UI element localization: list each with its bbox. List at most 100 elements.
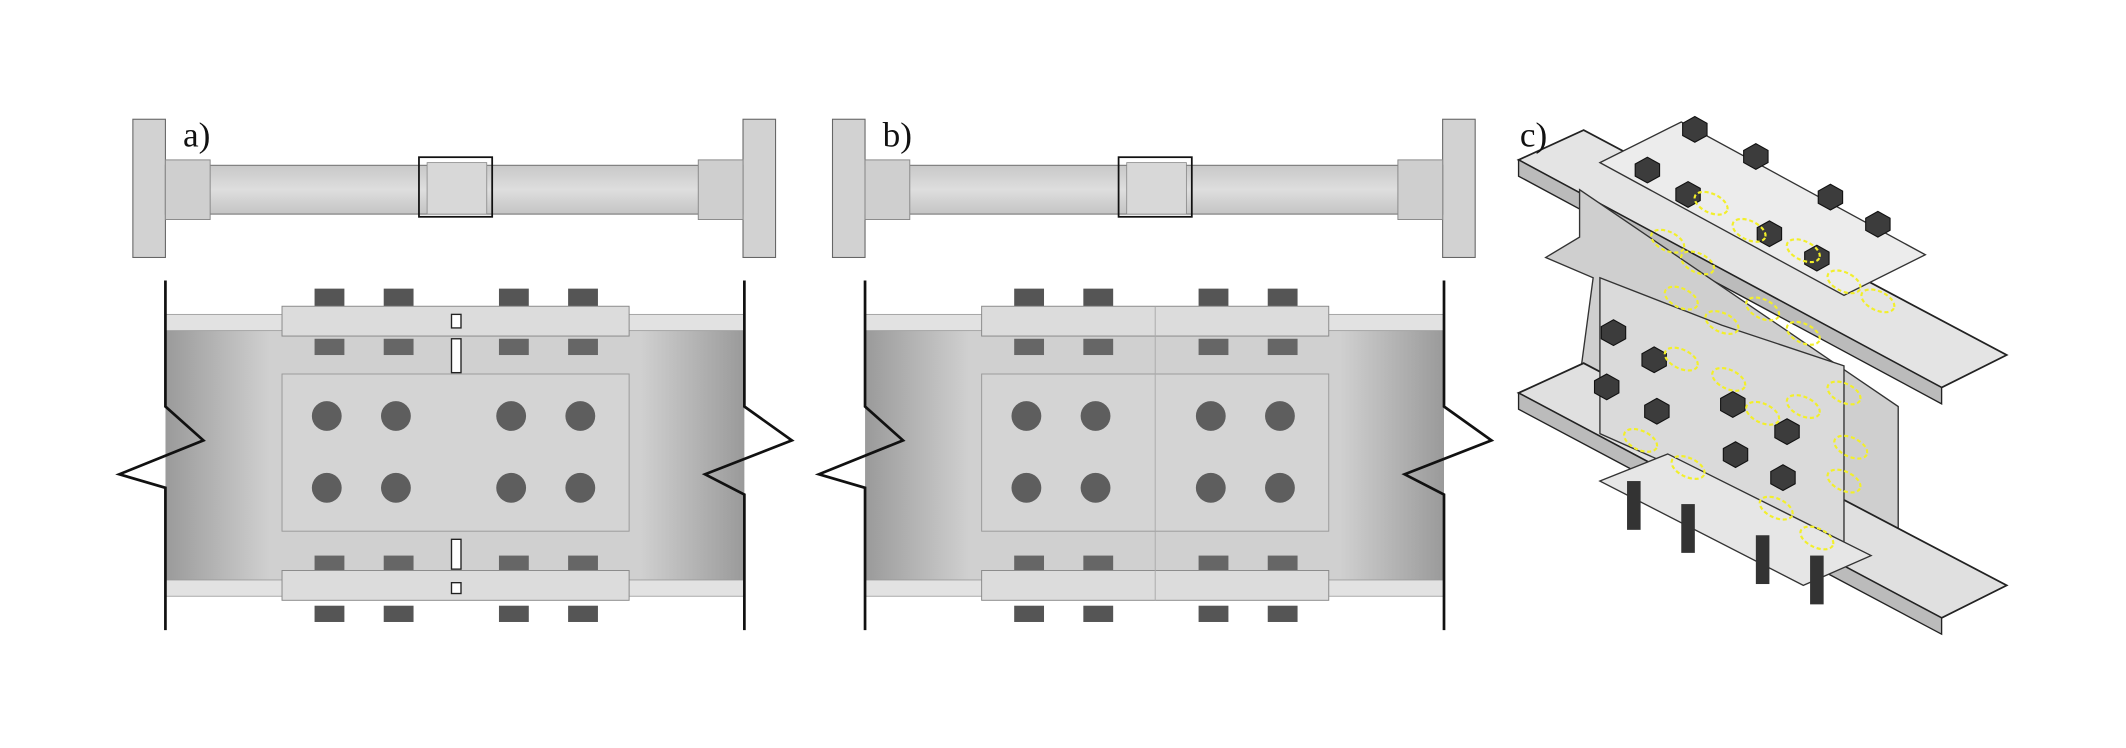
- panel-a: [115, 118, 795, 631]
- splice-mini: [1126, 162, 1187, 215]
- bolt-head: [1198, 605, 1229, 622]
- bolt-head: [1267, 605, 1298, 622]
- nut: [568, 555, 598, 572]
- break-left-mask: [818, 406, 866, 529]
- gap-slot: [450, 582, 462, 595]
- bolt-head: [498, 605, 529, 622]
- break-left-mask: [119, 406, 166, 529]
- end-plate-left: [864, 159, 911, 220]
- web-splice-plate: [281, 373, 630, 532]
- bolt-head: [1083, 288, 1114, 308]
- slotted-hole-highlight: [1785, 320, 1821, 346]
- bolt-shank: [1810, 555, 1824, 605]
- detail-box: [418, 156, 494, 218]
- slotted-hole-highlight: [1731, 217, 1767, 243]
- hex-bolt: [1675, 180, 1701, 208]
- bolt-head: [383, 288, 414, 308]
- hex-bolt: [1600, 319, 1627, 347]
- bolt: [1011, 472, 1042, 503]
- bolt-head: [314, 605, 345, 622]
- hex-bolt: [1865, 210, 1891, 238]
- bolt-head: [568, 605, 598, 622]
- bolt-head: [1083, 605, 1114, 622]
- top-splice-plate: [1598, 121, 1927, 297]
- bolt: [311, 472, 342, 503]
- bolt: [311, 401, 342, 431]
- hex-bolt: [1804, 244, 1830, 272]
- gap-slot: [450, 313, 462, 329]
- bolt: [1080, 401, 1111, 431]
- panel-b: [814, 118, 1495, 631]
- slotted-hole-highlight: [1679, 250, 1716, 276]
- hex-bolt: [1682, 115, 1708, 143]
- break-line-left: [814, 280, 906, 631]
- nut: [1198, 555, 1229, 572]
- end-plate-right: [697, 159, 744, 220]
- nut: [383, 338, 414, 356]
- bolt-shank: [1755, 535, 1770, 585]
- column: [742, 118, 777, 259]
- bolt-head: [1014, 288, 1045, 308]
- slotted-hole-highlight: [1826, 269, 1862, 295]
- bolt-head: [1014, 605, 1045, 622]
- nut: [383, 555, 414, 572]
- bottom-splice-plate: [1598, 453, 1873, 587]
- nut: [498, 338, 529, 356]
- bolt: [565, 472, 596, 503]
- panel-a-label: a): [183, 115, 210, 154]
- break-line-right: [1401, 280, 1495, 631]
- bolt-head: [568, 288, 598, 308]
- bolt-head: [1267, 288, 1298, 308]
- column: [1442, 118, 1476, 259]
- hex-bolt: [1644, 397, 1670, 425]
- hex-bolt: [1817, 183, 1844, 211]
- bolt-head: [1198, 288, 1229, 308]
- slotted-hole-highlight: [1799, 525, 1835, 551]
- bolt: [1195, 401, 1226, 431]
- nut: [1083, 555, 1114, 572]
- column: [831, 118, 866, 259]
- slotted-hole-highlight: [1704, 310, 1740, 335]
- hex-bolt: [1641, 346, 1667, 374]
- nut: [1267, 338, 1298, 356]
- bolt: [565, 401, 596, 431]
- slotted-hole-highlight: [1826, 468, 1862, 494]
- nut: [1198, 338, 1229, 356]
- hex-bolt: [1770, 464, 1796, 492]
- slotted-hole-highlight: [1650, 228, 1686, 254]
- slotted-hole-highlight: [1785, 238, 1821, 264]
- bolt-head: [383, 605, 414, 622]
- hex-bolt: [1722, 441, 1749, 469]
- gap-slot: [450, 538, 462, 570]
- slotted-hole-highlight: [1758, 495, 1794, 521]
- slotted-hole-highlight: [1826, 380, 1862, 406]
- nut: [568, 338, 598, 356]
- nut: [314, 338, 345, 356]
- slotted-hole-highlight: [1711, 366, 1747, 392]
- splice-mini: [426, 162, 488, 215]
- bolt: [496, 401, 527, 431]
- bolt-shank: [1681, 504, 1695, 553]
- slotted-hole-highlight: [1785, 394, 1821, 419]
- panel-c-label: c): [1520, 115, 1547, 154]
- slotted-hole-highlight: [1623, 427, 1659, 453]
- nut: [1267, 555, 1298, 572]
- slotted-hole-highlight: [1745, 400, 1781, 426]
- slotted-hole-highlight: [1663, 285, 1699, 311]
- panel-c-isometric: [1516, 115, 2009, 636]
- bolt-shank: [1627, 481, 1641, 530]
- slotted-hole-highlight: [1663, 346, 1699, 372]
- slotted-hole-highlight: [1693, 190, 1729, 216]
- bolt: [1080, 472, 1111, 503]
- bolt-head: [498, 288, 529, 308]
- nut: [1014, 555, 1045, 572]
- hex-bolt: [1720, 390, 1746, 418]
- hex-bolt: [1634, 156, 1661, 184]
- bolt: [1265, 472, 1295, 503]
- gap-slot: [450, 338, 462, 374]
- break-line-left: [115, 280, 206, 631]
- detail-box: [1117, 156, 1193, 218]
- end-plate-left: [164, 159, 211, 220]
